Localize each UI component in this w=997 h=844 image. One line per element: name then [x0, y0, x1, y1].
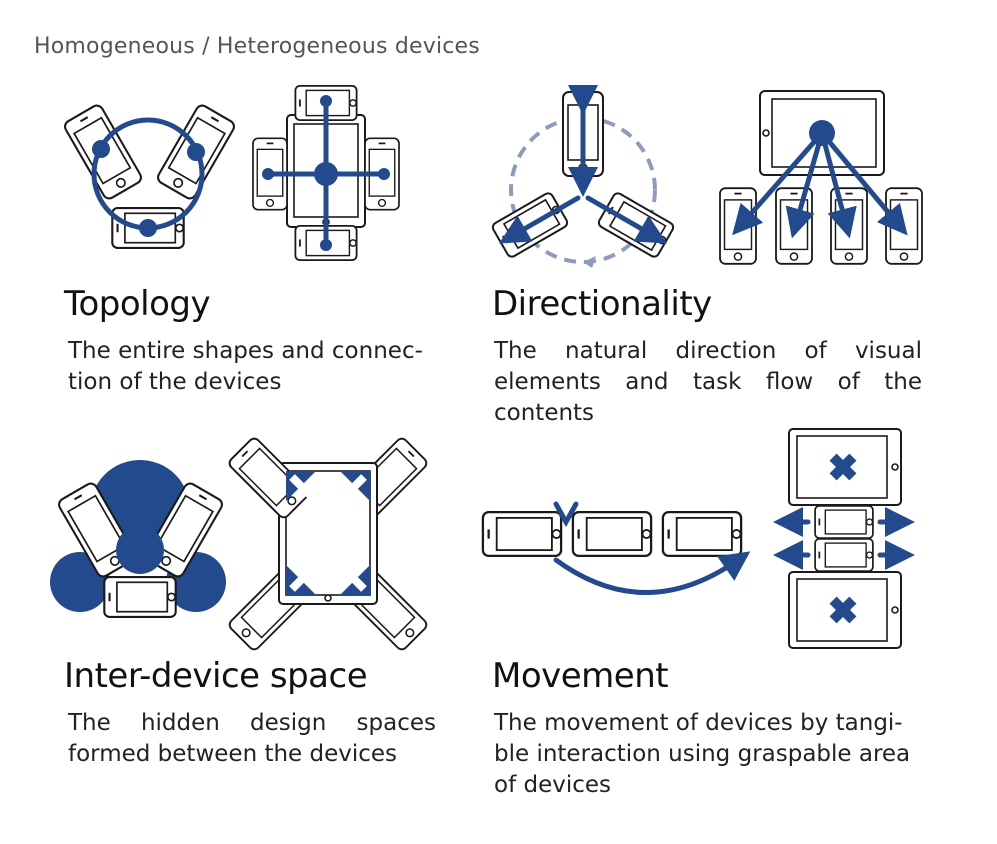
inter-device-space-title: Inter-device space	[64, 656, 368, 696]
page-header: Homogeneous / Heterogeneous devices	[34, 34, 480, 59]
interdevice-x-diagram	[226, 435, 430, 653]
movement-description: The movement of devices by tangi- ble in…	[494, 710, 911, 798]
movement-swap-diagram	[481, 501, 751, 595]
directionality-title: Directionality	[492, 284, 712, 324]
topology-cross-diagram	[252, 85, 400, 262]
movement-pull-apart-diagram	[773, 428, 915, 649]
directionality-tablet-fanout-diagram	[719, 90, 923, 265]
interdevice-triangle-diagram	[50, 460, 226, 619]
inter-device-space-description: The hidden design spaces formed between …	[68, 710, 436, 767]
topology-title: Topology	[64, 284, 211, 324]
directionality-description: The natural direction of visual elements…	[494, 338, 922, 426]
topology-description: The entire shapes and connec- tion of th…	[68, 338, 423, 395]
topology-triangle-diagram	[61, 102, 238, 249]
movement-title: Movement	[492, 656, 669, 696]
directionality-radial-diagram	[490, 85, 676, 268]
